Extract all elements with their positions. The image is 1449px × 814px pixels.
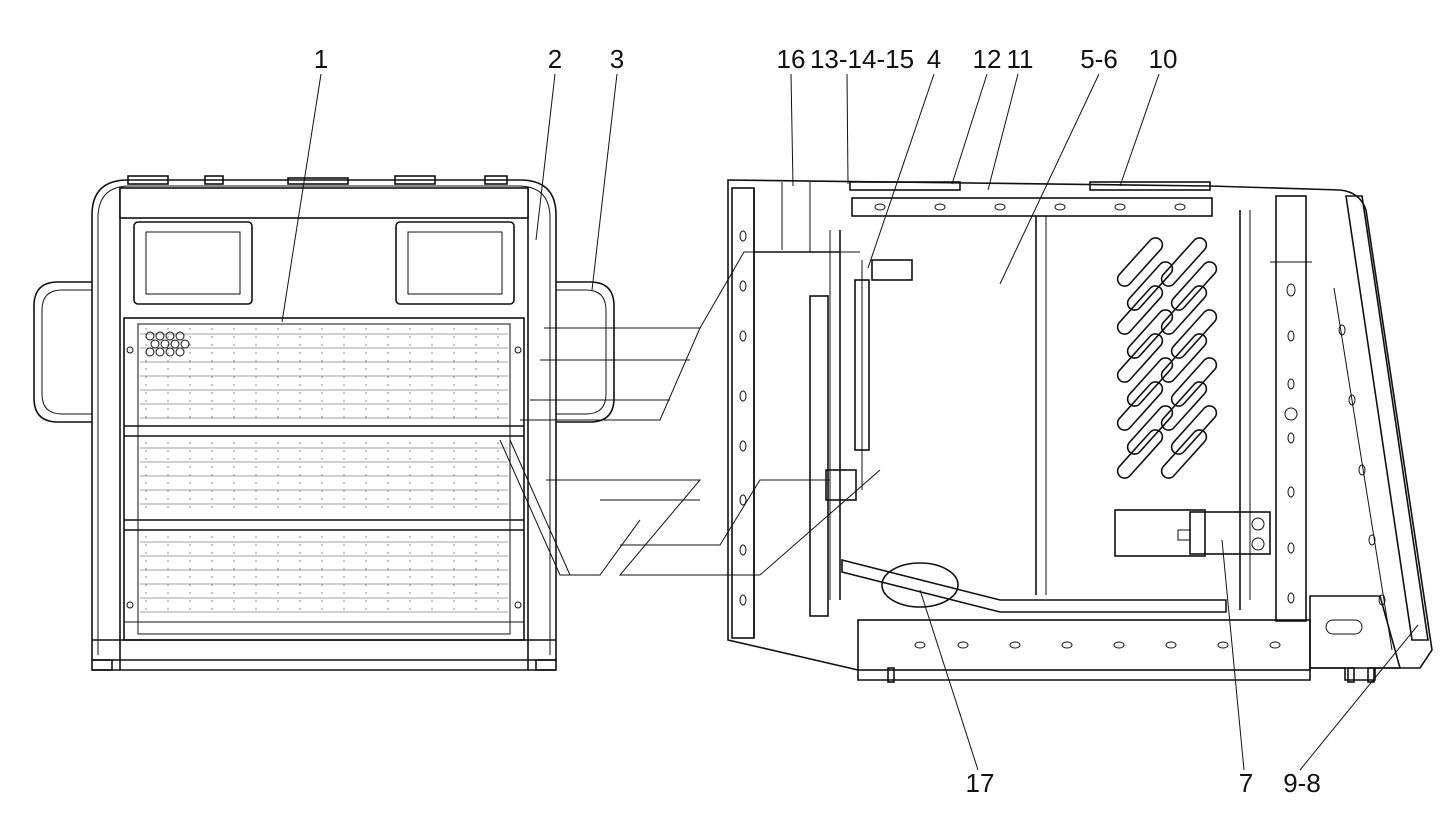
callout-13-14-15: 13-14-15 [810,44,914,74]
callout-3: 3 [610,44,624,74]
side-housing-outline [727,179,1433,681]
mount-bolts [887,667,1375,683]
callout-12: 12 [973,44,1002,74]
top-hinges [127,175,508,185]
right-post-holes [1284,283,1298,604]
callout-1: 1 [314,44,328,74]
bottom-diagonal [841,558,1227,613]
callout-4: 4 [927,44,941,74]
callout-10: 10 [1149,44,1178,74]
right-handle [556,281,615,423]
callout-11: 11 [1007,44,1034,74]
top-rail-slots [874,203,1186,211]
hex-perforation [145,331,190,357]
right-post [1275,195,1307,622]
top-rail [851,197,1213,217]
callout-17: 17 [966,768,995,798]
callout-5-6: 5-6 [1080,44,1118,74]
drain-opening [881,562,959,608]
callout-2: 2 [548,44,562,74]
front-view [33,175,615,671]
callout-16: 16 [777,44,806,74]
bottom-rail [857,619,1311,671]
leader-lines [281,73,1419,771]
grille-frame [123,317,525,641]
vent-louvers [1116,237,1218,479]
callout-7: 7 [1239,768,1253,798]
side-view [727,179,1433,683]
callout-labels: 1 2 3 16 13-14-15 4 12 11 5-6 10 17 7 9-… [314,44,1321,798]
callout-9-8: 9-8 [1283,768,1321,798]
left-post-holes [739,230,747,606]
bottom-rail-slots [914,641,1281,649]
gas-strut [825,259,913,501]
latch-assembly [1114,509,1271,557]
front-windows [133,221,515,305]
side-door-edge [1345,195,1429,641]
left-handle [33,281,92,423]
front-housing-outline [91,179,557,661]
grille-mesh [140,328,508,616]
